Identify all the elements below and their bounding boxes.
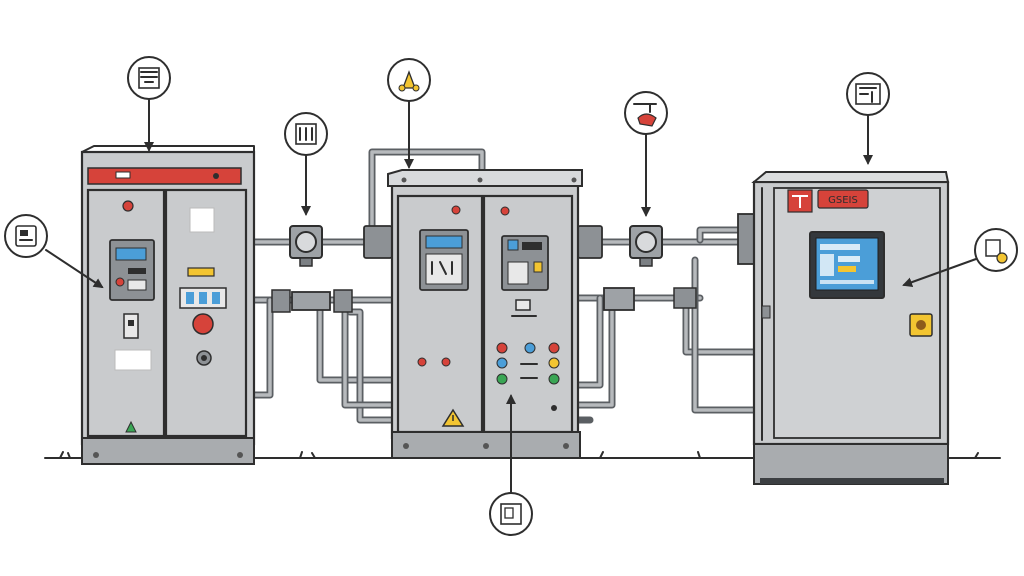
coupling-right-mid (577, 213, 773, 365)
callout-left-side (4, 214, 104, 289)
valve-left-lower (271, 289, 353, 313)
callout-left-top (127, 56, 171, 152)
cabinet-nameplate-label: GSEIS (828, 195, 858, 206)
piping-network (251, 148, 772, 424)
callout-valve-right (624, 91, 668, 217)
left-control-cabinet (80, 145, 256, 465)
right-control-cabinet: GSEIS (751, 171, 950, 485)
coupling-left-mid (363, 225, 393, 259)
callout-right-top (846, 72, 890, 165)
red-nameplate (817, 189, 869, 209)
valve-right-upper (629, 225, 663, 267)
callout-valve-left (284, 112, 328, 216)
callout-middle-bottom (489, 394, 533, 536)
callout-right-side (902, 228, 1018, 287)
middle-control-cabinet (387, 169, 583, 459)
valve-left-upper (289, 225, 323, 267)
callout-middle-top (387, 58, 431, 169)
